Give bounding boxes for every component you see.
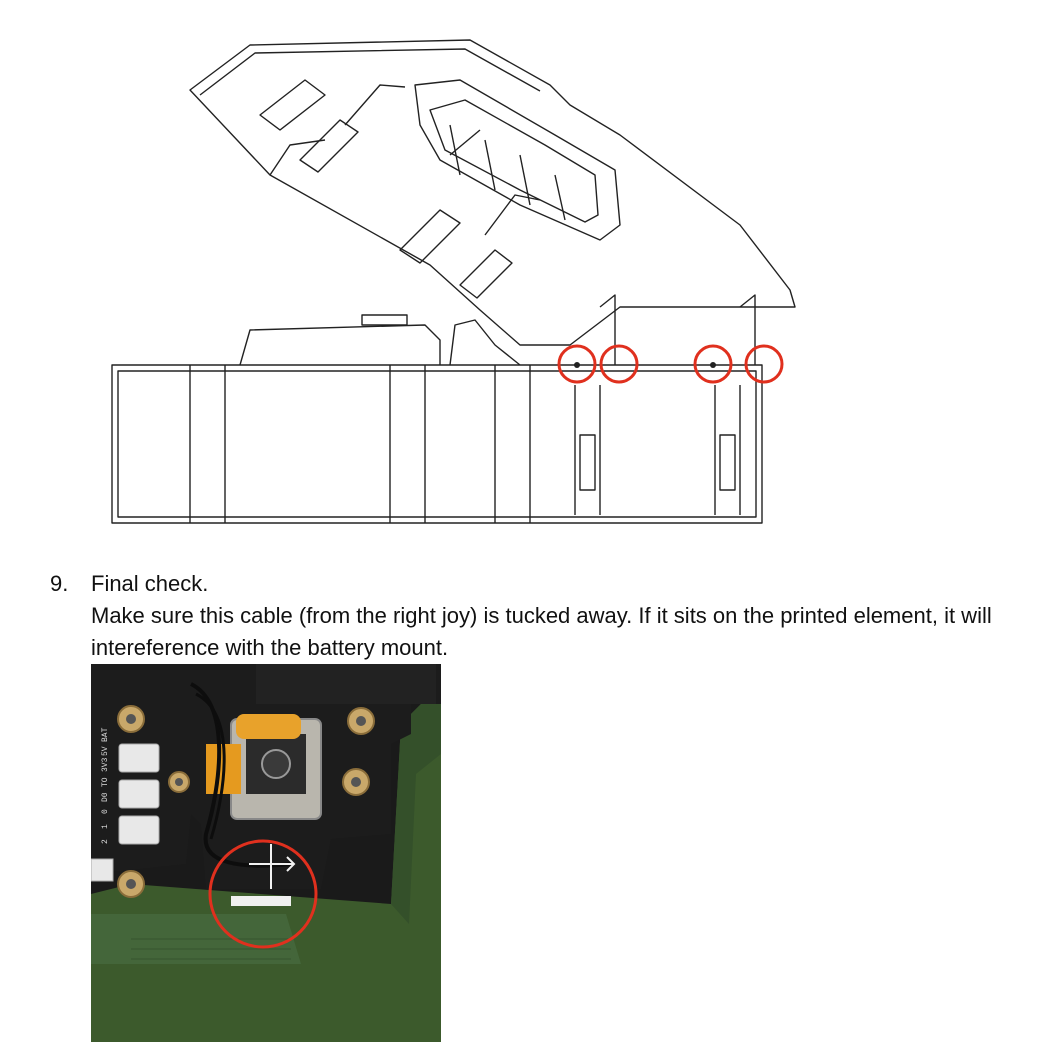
hinge-highlight-3 xyxy=(693,344,733,384)
case-hinge-diagram xyxy=(111,39,796,524)
step-title: Final check. xyxy=(91,571,209,596)
hinge-highlight-2 xyxy=(599,344,639,384)
step-number: 9. xyxy=(50,571,69,596)
hinge-highlight-1 xyxy=(557,344,597,384)
pcb-label: 5V xyxy=(101,746,110,756)
pcb-label: 3V3 xyxy=(101,757,110,772)
step-body: Make sure this cable (from the right joy… xyxy=(91,603,992,660)
pcb-label: TO xyxy=(101,777,110,787)
hinge-highlight-4 xyxy=(744,344,784,384)
pcb-label: 1 xyxy=(101,824,110,829)
pcb-photo: 2 1 0 D0 TO 3V3 5V BAT xyxy=(91,664,441,1042)
connector-highlight xyxy=(208,839,318,949)
lid xyxy=(189,39,796,346)
pcb-label: 0 xyxy=(101,809,110,814)
base xyxy=(111,314,763,524)
pcb-label: D0 xyxy=(101,792,110,802)
joystick-connector xyxy=(231,896,291,906)
hinges xyxy=(599,294,756,365)
pcb-label: BAT xyxy=(101,727,110,742)
pcb-label: 2 xyxy=(101,839,110,844)
